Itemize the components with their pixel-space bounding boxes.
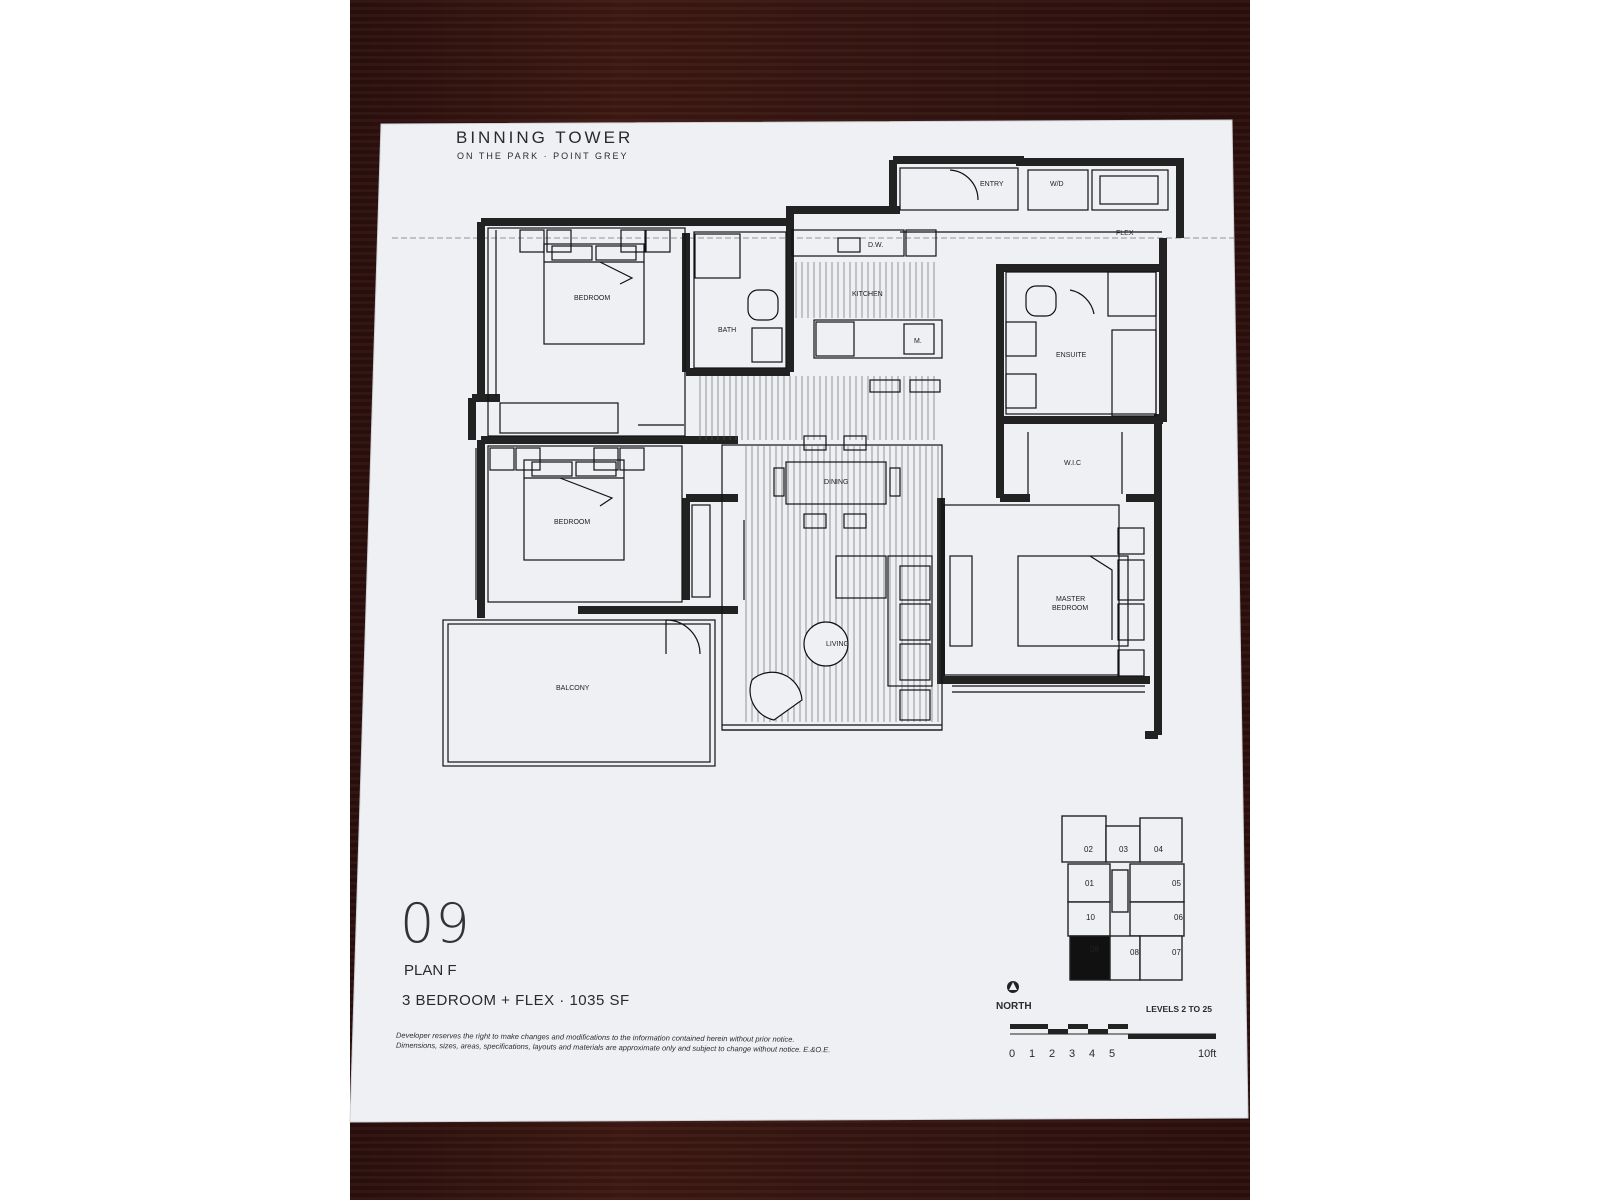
room-label-living: LIVING bbox=[826, 641, 849, 648]
room-label-ensuite: ENSUITE bbox=[1056, 352, 1087, 359]
levels-label: LEVELS 2 TO 25 bbox=[1146, 1004, 1212, 1014]
scale-tick-5: 5 bbox=[1109, 1048, 1116, 1060]
north-label: NORTH bbox=[996, 1001, 1032, 1012]
key-plan: 02 03 04 01 05 10 06 09 08 07 bbox=[1061, 815, 1185, 981]
room-label-flex: FLEX bbox=[1116, 230, 1134, 237]
room-label-wic: W.I.C bbox=[1064, 460, 1081, 467]
plan-description: 3 BEDROOM + FLEX · 1035 SF bbox=[402, 992, 630, 1009]
scale-bar bbox=[1010, 1024, 1216, 1039]
key-unit-08: 08 bbox=[1130, 948, 1139, 957]
north-arrow-icon bbox=[1007, 981, 1019, 993]
scale-tick-0: 0 bbox=[1009, 1048, 1016, 1060]
key-unit-07: 07 bbox=[1172, 948, 1181, 957]
room-label-master-1: MASTER bbox=[1056, 596, 1085, 603]
scale-tick-4: 4 bbox=[1089, 1048, 1096, 1060]
room-label-wd: W/D bbox=[1050, 181, 1064, 188]
key-unit-05: 05 bbox=[1172, 879, 1181, 888]
room-label-bath: BATH bbox=[718, 327, 736, 334]
plan-name: PLAN F bbox=[404, 962, 457, 979]
scale-tick-1: 1 bbox=[1029, 1048, 1036, 1060]
unit-number: 09 bbox=[400, 892, 471, 955]
room-label-microwave: M. bbox=[914, 338, 922, 345]
scale-tick-2: 2 bbox=[1049, 1048, 1056, 1060]
key-unit-01: 01 bbox=[1085, 879, 1094, 888]
key-unit-04: 04 bbox=[1154, 845, 1163, 854]
key-unit-02: 02 bbox=[1084, 845, 1093, 854]
room-label-entry: ENTRY bbox=[980, 181, 1004, 188]
scale-end-label: 10ft bbox=[1198, 1048, 1217, 1060]
paper-sheet bbox=[349, 119, 1249, 1123]
key-unit-03: 03 bbox=[1119, 845, 1128, 854]
floorboards bbox=[699, 262, 939, 722]
room-label-dining: DINING bbox=[824, 479, 849, 486]
room-label-master-2: BEDROOM bbox=[1052, 605, 1088, 612]
key-unit-09: 09 bbox=[1090, 945, 1099, 954]
key-unit-06: 06 bbox=[1174, 913, 1183, 922]
scale-tick-3: 3 bbox=[1069, 1048, 1076, 1060]
building-title: BINNING TOWER bbox=[456, 128, 634, 147]
room-label-kitchen: KITCHEN bbox=[852, 291, 883, 298]
room-label-balcony: BALCONY bbox=[556, 685, 590, 692]
floor-plan-drawing bbox=[442, 156, 1184, 767]
room-label-dw: D.W. bbox=[868, 242, 883, 249]
building-subtitle: ON THE PARK · POINT GREY bbox=[457, 151, 629, 161]
key-unit-10: 10 bbox=[1086, 913, 1095, 922]
room-label-bedroom-2: BEDROOM bbox=[554, 519, 590, 526]
room-label-bedroom-1: BEDROOM bbox=[574, 295, 610, 302]
